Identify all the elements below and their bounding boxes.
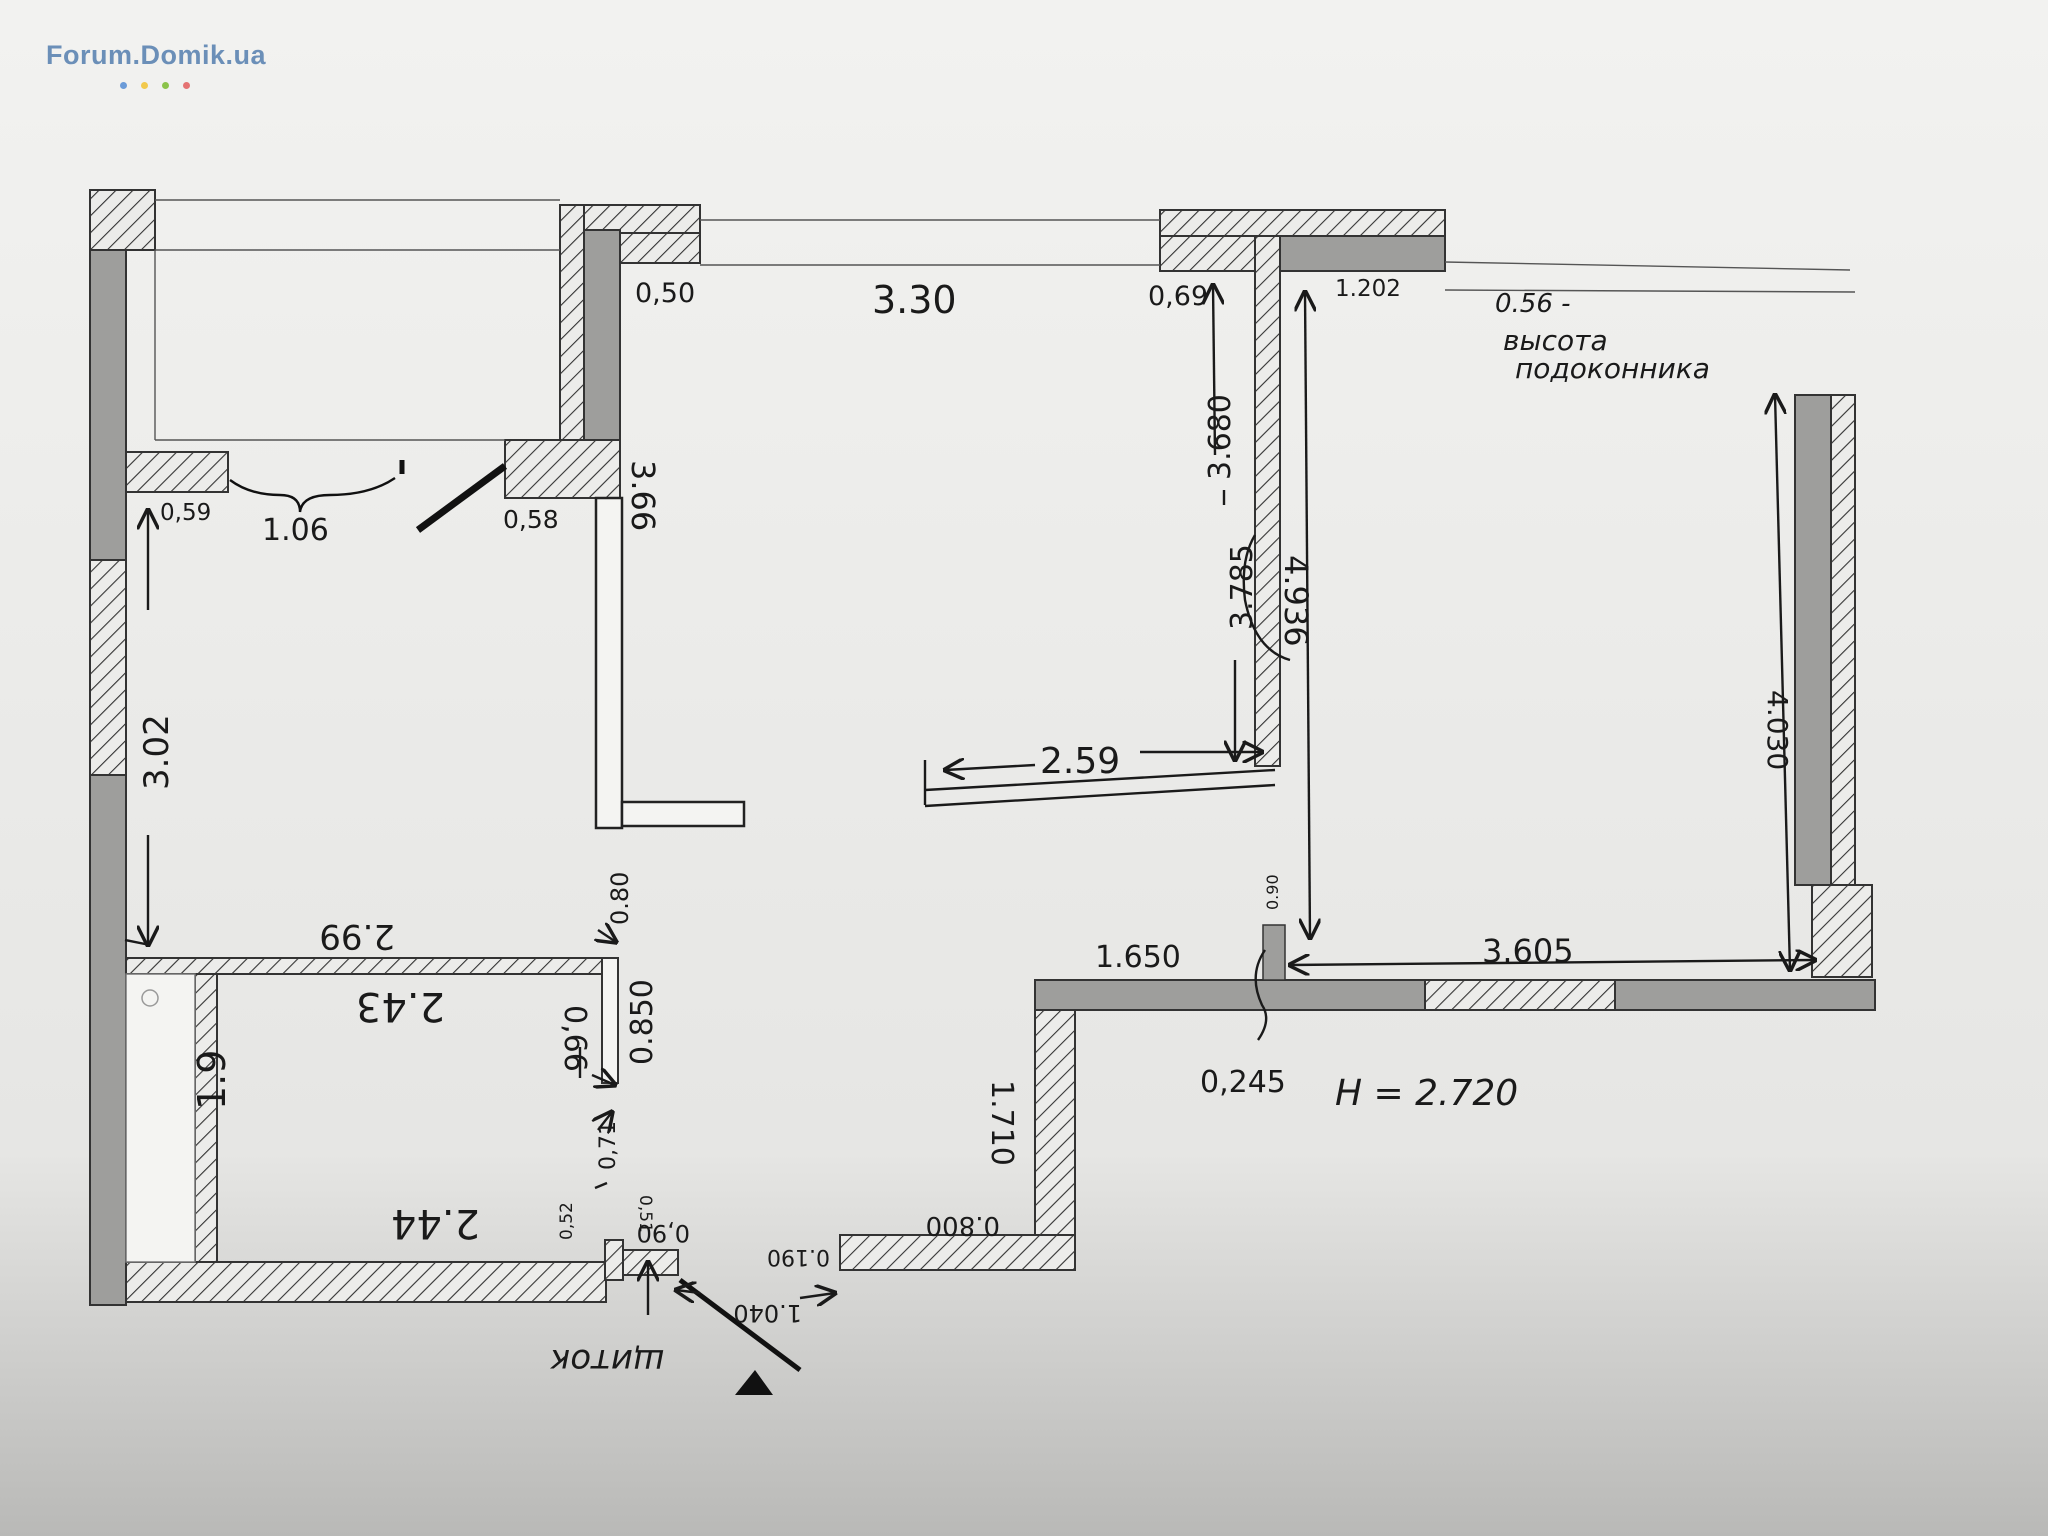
dot-red: [183, 82, 190, 89]
label-3-30: 3.30: [872, 278, 957, 322]
label-0-71: 0,71: [596, 1121, 621, 1170]
label-0-52: 0,52: [557, 1202, 577, 1240]
walls: [89, 189, 1876, 1306]
label-0-59: 0,59: [160, 500, 211, 526]
dot-green: [162, 82, 169, 89]
label-0-90-door: 0,90: [637, 1219, 690, 1247]
label-0-50: 0,50: [635, 278, 695, 309]
label-2-44: 2.44: [391, 1200, 480, 1246]
dot-blue: [120, 82, 127, 89]
label-0-80: 0.80: [606, 872, 634, 925]
label-2-59: 2.59: [1040, 741, 1120, 782]
window-note-line3: подоконника: [1515, 352, 1710, 385]
label-0-850: 0.850: [625, 979, 660, 1065]
label-0-66: 0,66: [557, 1005, 592, 1072]
label-0-58: 0,58: [503, 505, 559, 534]
dot-yellow: [141, 82, 148, 89]
label-1-710: 1.710: [984, 1080, 1019, 1166]
label-0-245: 0,245: [1200, 1065, 1286, 1100]
label-4-936: 4.936: [1277, 555, 1315, 647]
dimension-lines: [124, 285, 1815, 1315]
label-3-785: 3.785: [1225, 544, 1260, 630]
label-0-90-column: 0.90: [1263, 874, 1282, 910]
dimension-labels: 0,50 3.30 0,69 1.202 0.56 - высота подок…: [137, 276, 1794, 1381]
label-0-190: 0.190: [767, 1244, 830, 1269]
label-0-800: 0.800: [926, 1210, 1000, 1240]
label-2-43: 2.43: [356, 983, 445, 1029]
label-3-02: 3.02: [137, 714, 177, 790]
label-1-202: 1.202: [1335, 276, 1401, 302]
label-0-69: 0,69: [1148, 281, 1208, 312]
label-0-51: 0,51: [635, 1195, 655, 1233]
label-ceiling-height: H = 2.720: [1335, 1073, 1518, 1114]
label-1-650: 1.650: [1095, 940, 1181, 975]
window-note-line2: высота: [1503, 324, 1608, 357]
doors: [229, 460, 802, 1395]
forum-domik-watermark: Forum.Domik.ua: [46, 40, 267, 70]
label-3-680: 3.680: [1203, 394, 1238, 480]
label-1-040: 1.040: [733, 1299, 802, 1327]
label-1-9: 1.9: [190, 1050, 234, 1110]
label-3-66: 3.66: [624, 460, 662, 531]
window-note-line1: 0.56 -: [1495, 289, 1571, 319]
label-2-99: 2.99: [319, 916, 395, 956]
outline-lines: [154, 199, 1856, 441]
label-3-605: 3.605: [1482, 932, 1574, 970]
label-1-06: 1.06: [262, 513, 329, 548]
watermark-dots: [120, 74, 204, 93]
label-electrical-panel: щиток: [549, 1341, 665, 1381]
label-4-030: 4.030: [1761, 690, 1794, 770]
